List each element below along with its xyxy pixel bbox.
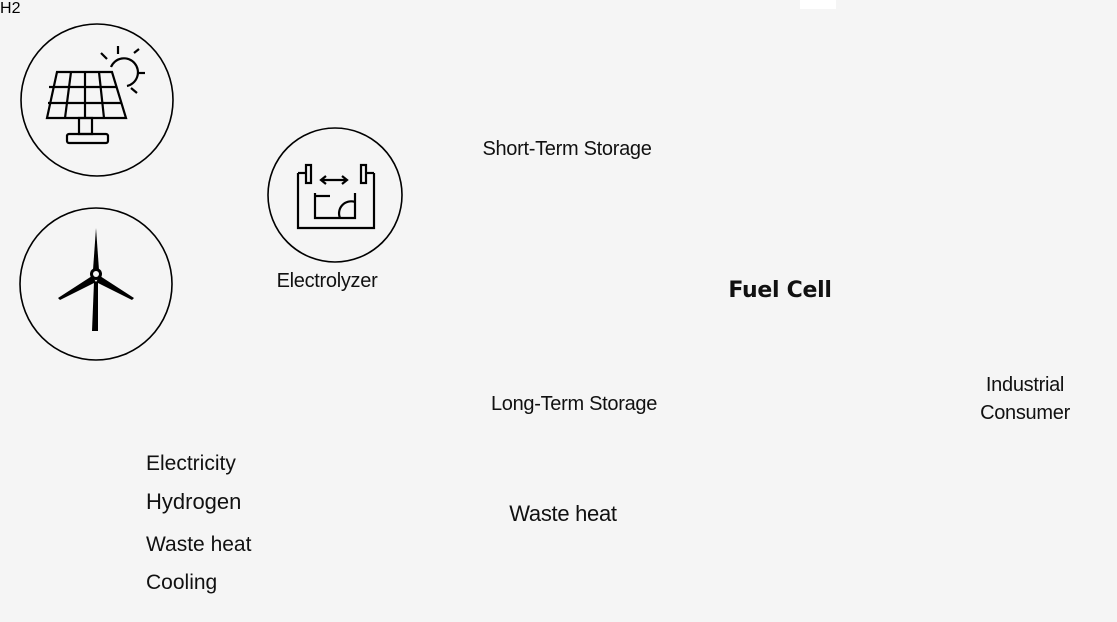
node-long-term-storage: H2 <box>0 0 20 17</box>
industrial-consumer-label: Industrial Consumer <box>980 371 1070 427</box>
long-term-storage-label: Long-Term Storage <box>490 393 658 415</box>
wind-turbine-icon <box>58 228 134 331</box>
node-solar <box>20 23 174 177</box>
h2-label: H2 <box>0 0 21 17</box>
legend-cooling-label: Cooling <box>146 571 218 594</box>
node-electrolyzer <box>267 127 403 263</box>
node-circle <box>20 23 174 177</box>
short-term-storage-label: Short-Term Storage <box>482 138 652 160</box>
white-patch <box>800 0 836 9</box>
industrial-consumer-label-line-2: Consumer <box>980 402 1070 424</box>
industrial-consumer-label-line-1: Industrial <box>985 374 1065 396</box>
waste-heat-label: Waste heat <box>509 501 617 526</box>
legend-electricity-label: Electricity <box>146 452 236 475</box>
electrolyzer-icon <box>296 163 376 230</box>
node-circle <box>19 207 173 361</box>
legend-waste-heat-label: Waste heat <box>146 533 252 556</box>
solar-panel-icon <box>45 46 145 145</box>
fuel-cell-label: Fuel Cell <box>728 278 832 303</box>
electrolyzer-label: Electrolyzer <box>276 270 378 292</box>
legend-hydrogen-label: Hydrogen <box>146 489 242 514</box>
node-circle: H2 <box>0 0 20 17</box>
node-wind <box>19 207 173 361</box>
hydrogen-tank-icon: H2 <box>0 0 20 17</box>
node-circle <box>267 127 403 263</box>
